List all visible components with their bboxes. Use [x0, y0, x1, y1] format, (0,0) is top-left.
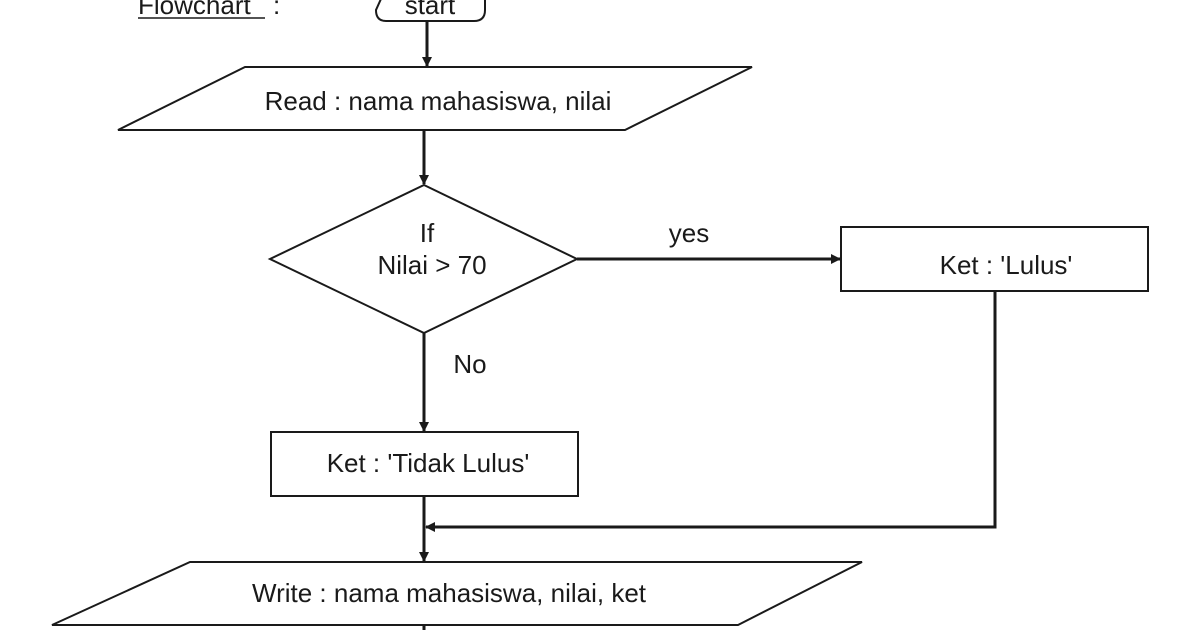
arrow-lulus-merge [425, 291, 997, 532]
no-label: No [453, 349, 486, 379]
start-label: start [405, 0, 456, 20]
lulus-label: Ket : 'Lulus' [940, 250, 1073, 280]
heading-colon: : [273, 0, 280, 20]
heading-label: Flowchart [138, 0, 251, 20]
tidak-lulus-label: Ket : 'Tidak Lulus' [327, 448, 530, 478]
lulus-process-node [840, 226, 1149, 292]
flowchart-heading: Flowchart : [138, 0, 280, 20]
tidak-lulus-process-node [270, 431, 579, 497]
write-label: Write : nama mahasiswa, nilai, ket [252, 578, 647, 608]
read-label: Read : nama mahasiswa, nilai [265, 86, 612, 116]
decision-label-line2: Nilai > 70 [377, 250, 486, 280]
start-terminal [374, 0, 486, 22]
read-input-node [117, 66, 753, 131]
write-output-node [51, 561, 863, 626]
decision-label-line1: If [420, 218, 435, 248]
yes-label: yes [669, 218, 709, 248]
